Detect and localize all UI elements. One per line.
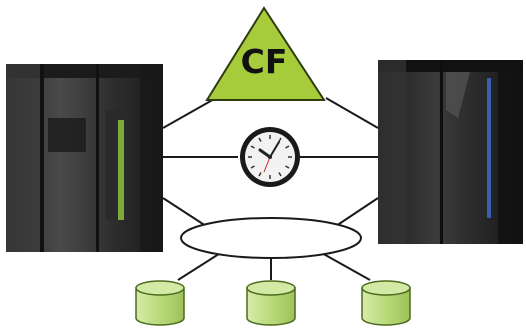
cf-triangle [205,6,326,101]
disk-storage-1 [135,280,185,326]
disk-cylinder-icon [135,287,185,326]
clock-second-hand [263,156,271,173]
wall-clock-icon [240,127,300,187]
line-right-to-cf [325,97,379,129]
line-switch-to-disk-3 [319,251,371,281]
disk-storage-3 [361,280,411,326]
clock-minute-hand [269,141,280,158]
left-server [6,64,163,252]
line-right-to-switch [335,197,379,227]
line-switch-to-disk-1 [177,251,223,281]
disk-cylinder-icon [246,287,296,326]
coupling-facility [205,6,326,101]
left-server-accent-stripe [118,120,124,220]
right-server-accent-stripe [487,78,491,218]
disk-cylinder-icon [361,287,411,326]
line-left-to-cf [162,97,217,129]
connector-lines [162,97,379,281]
network-switch-ellipse [180,217,362,259]
right-server [378,60,523,244]
line-left-to-switch [162,197,207,227]
cf-label: CF [240,42,288,81]
disk-storage-2 [246,280,296,326]
clock-hour-hand [258,148,272,159]
